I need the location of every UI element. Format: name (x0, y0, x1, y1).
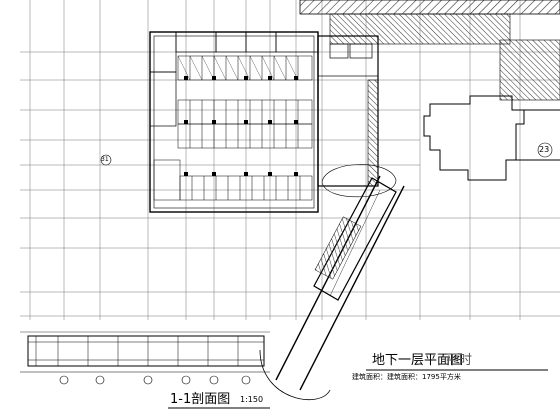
grid-bubble-label-right: 23 (539, 145, 550, 154)
structural-columns (184, 76, 298, 176)
grid-lines (20, 0, 560, 320)
hatched-wall-top (299, 0, 560, 101)
plan-title-tail: 平时 (446, 353, 473, 368)
axis-bubbles (59, 142, 553, 385)
section-title: 1-1剖面图 (170, 392, 231, 407)
plan-title: 地下一层平面图 (372, 353, 464, 368)
section-scale: 1:150 (240, 395, 264, 404)
side-strip (367, 79, 379, 187)
adjacent-building (423, 95, 560, 181)
entrance-ramp (259, 164, 405, 401)
parking-stalls (153, 55, 313, 201)
section-1-1 (20, 331, 270, 409)
plan-area-note: 建筑面积：建筑面积：1795平方米 (352, 373, 461, 381)
service-rooms (149, 31, 379, 127)
grid-bubble-label-left: 31 (101, 156, 109, 163)
